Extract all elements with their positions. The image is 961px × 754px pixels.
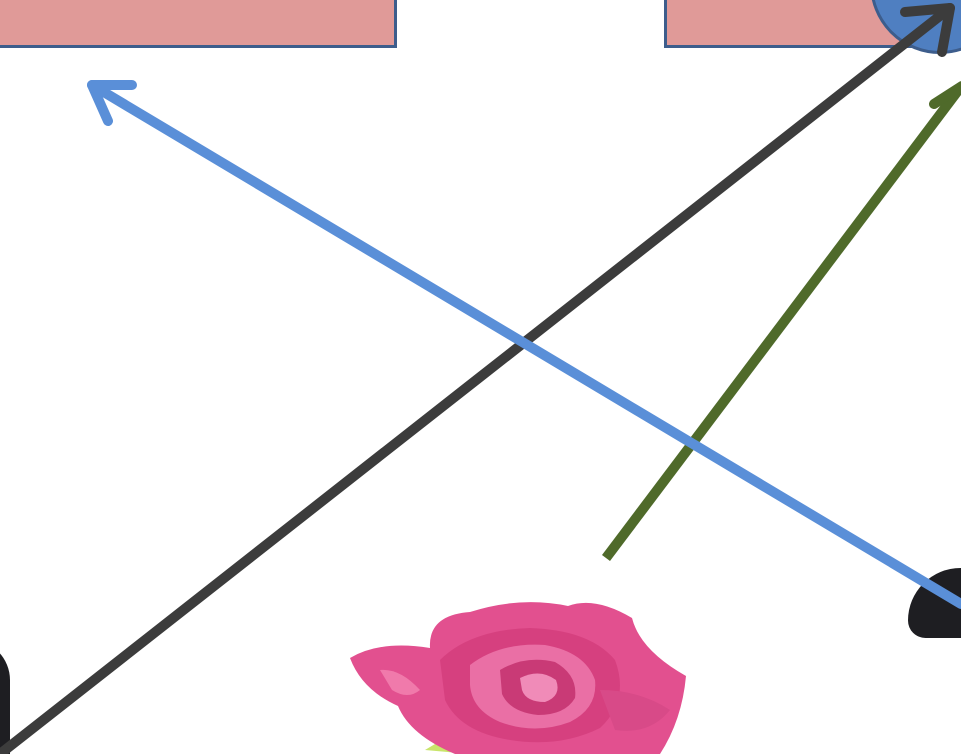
green-arrow <box>606 86 961 558</box>
blue-arrow <box>92 85 961 604</box>
rose-icon <box>350 602 686 754</box>
